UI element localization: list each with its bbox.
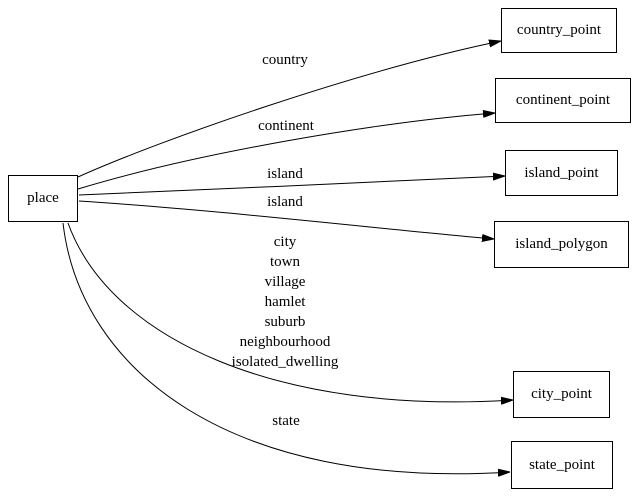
edge-place-city_point [67, 222, 513, 402]
edge-label-island-polygon: island [267, 194, 303, 210]
node-city-point-label: city_point [531, 386, 592, 402]
edge-label-island-point: island [267, 166, 303, 182]
edge-label-state-point: state [272, 413, 300, 429]
node-island-point-label: island_point [524, 164, 599, 181]
edge-label-country: country [262, 52, 308, 68]
edge-label-city-point: city town village hamlet suburb neighbou… [231, 234, 339, 370]
node-island-polygon: island_polygon [494, 221, 629, 268]
edge-place-state_point [62, 222, 510, 474]
node-city-point: city_point [513, 371, 610, 418]
node-continent-point: continent_point [495, 78, 631, 123]
edge-label-continent: continent [258, 118, 314, 134]
node-island-point: island_point [505, 150, 618, 196]
node-state-point-label: state_point [529, 456, 595, 473]
node-island-polygon-label: island_polygon [515, 236, 608, 252]
edge-place-island_point [78, 176, 505, 196]
node-state-point: state_point [511, 441, 613, 489]
node-continent-point-label: continent_point [515, 92, 611, 108]
node-country-point: country_point [501, 8, 617, 53]
edge-place-country_point [77, 41, 501, 178]
edge-place-island_polygon [78, 200, 494, 239]
node-place-label: place [27, 190, 59, 206]
edge-place-continent_point [77, 113, 495, 190]
node-place: place [8, 175, 78, 222]
node-country-point-label: country_point [516, 22, 602, 38]
